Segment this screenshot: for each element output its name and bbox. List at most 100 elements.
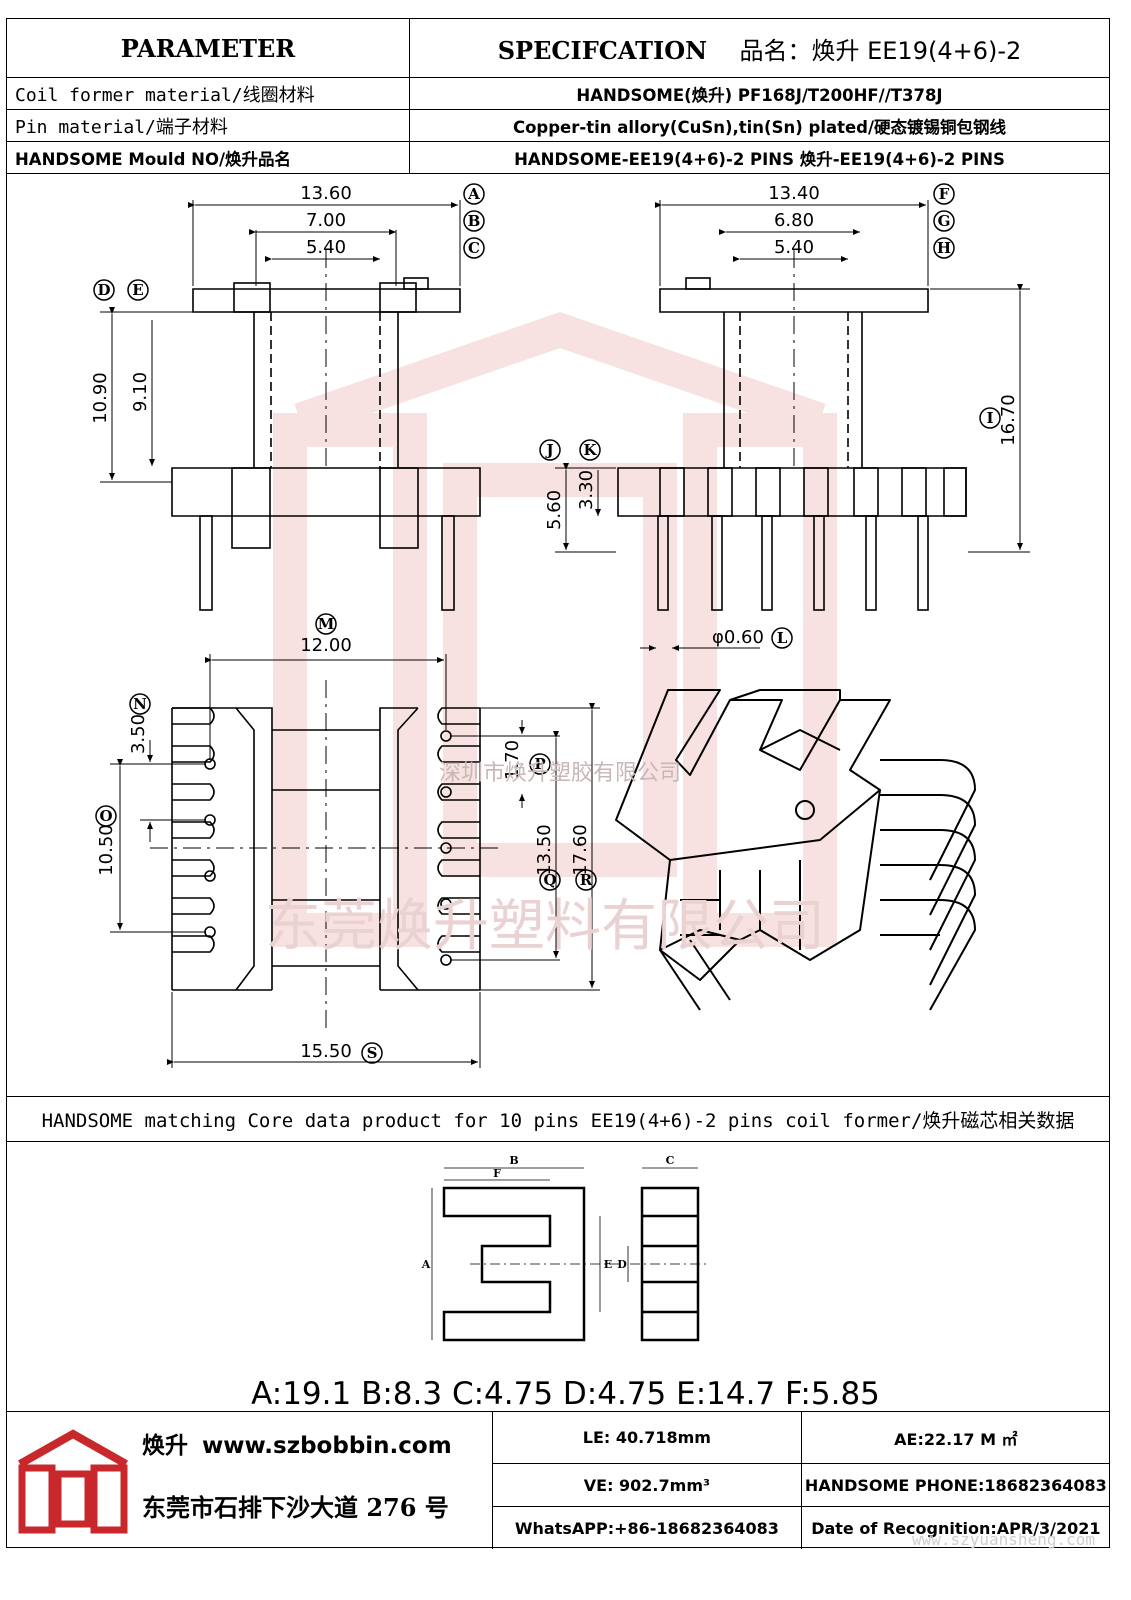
dim-g-value: 6.80 — [774, 210, 814, 231]
marker-k: K — [579, 439, 601, 461]
svg-text:S: S — [367, 1044, 378, 1062]
company-logo-icon — [18, 1429, 128, 1534]
phone-value: HANDSOME PHONE:18682364083 — [800, 1463, 1110, 1508]
svg-text:I: I — [986, 409, 993, 427]
svg-text:F: F — [493, 1167, 501, 1180]
marker-s: S — [361, 1042, 383, 1064]
core-data-title: HANDSOME matching Core data product for … — [6, 1096, 1110, 1142]
pin-material-label: Pin material/端子材料 — [6, 109, 410, 142]
marker-n: N — [129, 693, 151, 715]
company-name: 焕升 — [142, 1433, 188, 1459]
marker-d: D — [93, 279, 115, 301]
svg-text:A: A — [421, 1258, 431, 1271]
mould-no-label: HANDSOME Mould NO/焕升品名 — [6, 141, 410, 174]
svg-text:N: N — [133, 695, 147, 713]
specification-heading: SPECIFCATION 品名：焕升 EE19(4+6)-2 — [409, 18, 1110, 78]
marker-j: J — [539, 439, 561, 461]
marker-b: B — [463, 210, 485, 232]
spec-table: PARAMETER SPECIFCATION 品名：焕升 EE19(4+6)-2… — [6, 18, 1110, 174]
svg-text:A: A — [467, 185, 480, 203]
dim-o-value: 10.50 — [96, 824, 117, 876]
dim-l-value: φ0.60 — [712, 627, 764, 648]
dim-n-value: 3.50 — [128, 714, 149, 754]
product-name: 品名：焕升 EE19(4+6)-2 — [739, 36, 1022, 65]
spec-row: Coil former material/线圈材料 HANDSOME(焕升) P… — [6, 77, 1110, 110]
marker-p: P — [529, 753, 551, 775]
svg-text:O: O — [99, 807, 112, 825]
spec-row: HANDSOME Mould NO/焕升品名 HANDSOME-EE19(4+6… — [6, 141, 1110, 174]
specification-label: SPECIFCATION — [497, 35, 708, 65]
dim-j-value: 5.60 — [544, 490, 565, 530]
coil-material-value: HANDSOME(焕升) PF168J/T200HF//T378J — [409, 77, 1110, 110]
le-value: LE: 40.718mm — [492, 1412, 802, 1465]
svg-text:G: G — [938, 212, 951, 230]
ve-value: VE: 902.7mm³ — [492, 1463, 802, 1508]
dim-b-value: 7.00 — [306, 210, 346, 231]
dim-p-value: 1.70 — [502, 740, 523, 780]
side-view — [617, 250, 967, 611]
svg-text:B: B — [468, 212, 481, 230]
svg-text:E: E — [132, 281, 143, 299]
marker-o: O — [95, 805, 117, 827]
marker-q: Q — [539, 869, 561, 891]
dim-i-value: 16.70 — [998, 394, 1019, 446]
svg-text:K: K — [583, 441, 597, 459]
watermark-text-2: 东莞焕升塑料有限公司 — [265, 894, 825, 959]
marker-a: A — [463, 183, 485, 205]
svg-text:P: P — [534, 755, 545, 773]
svg-text:R: R — [580, 871, 593, 889]
spec-header-row: PARAMETER SPECIFCATION 品名：焕升 EE19(4+6)-2 — [6, 18, 1110, 78]
marker-e: E — [127, 279, 149, 301]
svg-text:F: F — [939, 185, 950, 203]
date-value: Date of Recognition:APR/3/2021 — [800, 1506, 1110, 1549]
svg-text:C: C — [468, 239, 480, 257]
marker-m: M — [315, 613, 337, 635]
dim-s-value: 15.50 — [300, 1041, 352, 1062]
svg-text:D: D — [97, 281, 110, 299]
mould-no-value: HANDSOME-EE19(4+6)-2 PINS 焕升-EE19(4+6)-2… — [409, 141, 1110, 174]
svg-text:B: B — [509, 1154, 518, 1167]
dim-h-value: 5.40 — [774, 237, 814, 258]
dim-e-value: 9.10 — [130, 372, 151, 412]
front-dim-lines — [100, 200, 461, 483]
svg-text:H: H — [937, 239, 951, 257]
dim-c-value: 5.40 — [306, 237, 346, 258]
marker-r: R — [575, 869, 597, 891]
whatsapp-value: WhatsAPP:+86-18682364083 — [492, 1506, 802, 1549]
ae-value: AE:22.17 M ㎡ — [800, 1412, 1110, 1465]
top-dim-lines — [110, 654, 600, 1068]
watermark-text-1: 深圳市焕升塑胶有限公司 — [439, 761, 681, 786]
dimension-letter-markers: A B C D E F G H I J K L M N O P Q R S — [93, 183, 1001, 1064]
svg-text:L: L — [777, 629, 788, 647]
svg-text:E: E — [604, 1258, 612, 1271]
core-data-values: A:19.1 B:8.3 C:4.75 D:4.75 E:14.7 F:5.85 — [251, 1376, 880, 1412]
company-line: 焕升 www.szbobbin.com — [142, 1426, 452, 1460]
marker-g: G — [933, 210, 955, 232]
footer: 焕升 www.szbobbin.com 东莞市石排下沙大道 276 号 LE: 4… — [6, 1411, 1110, 1549]
dim-d-value: 10.90 — [90, 372, 111, 424]
front-view — [171, 250, 481, 611]
isometric-view — [615, 689, 976, 1011]
dim-q-value: 13.50 — [534, 824, 555, 876]
marker-c: C — [463, 237, 485, 259]
marker-f: F — [933, 183, 955, 205]
parameter-heading: PARAMETER — [6, 18, 410, 78]
dim-a-value: 13.60 — [300, 183, 352, 204]
dim-m-value: 12.00 — [300, 635, 352, 656]
core-dim-lines — [431, 1167, 710, 1340]
watermark-url: www.szyuansheng.com — [911, 1530, 1095, 1549]
marker-l: L — [771, 627, 793, 649]
coil-material-label: Coil former material/线圈材料 — [6, 77, 410, 110]
side-dim-lines — [555, 200, 1030, 651]
marker-i: I — [979, 407, 1001, 429]
marker-h: H — [933, 237, 955, 259]
svg-text:J: J — [544, 441, 553, 459]
website-link[interactable]: www.szbobbin.com — [202, 1433, 452, 1459]
dim-f-value: 13.40 — [768, 183, 820, 204]
core-dim-letters: B F A C D E — [421, 1154, 675, 1271]
company-address: 东莞市石排下沙大道 276 号 — [142, 1493, 449, 1522]
svg-text:D: D — [617, 1258, 627, 1271]
svg-text:C: C — [666, 1154, 675, 1167]
dim-r-value: 17.60 — [570, 824, 591, 876]
